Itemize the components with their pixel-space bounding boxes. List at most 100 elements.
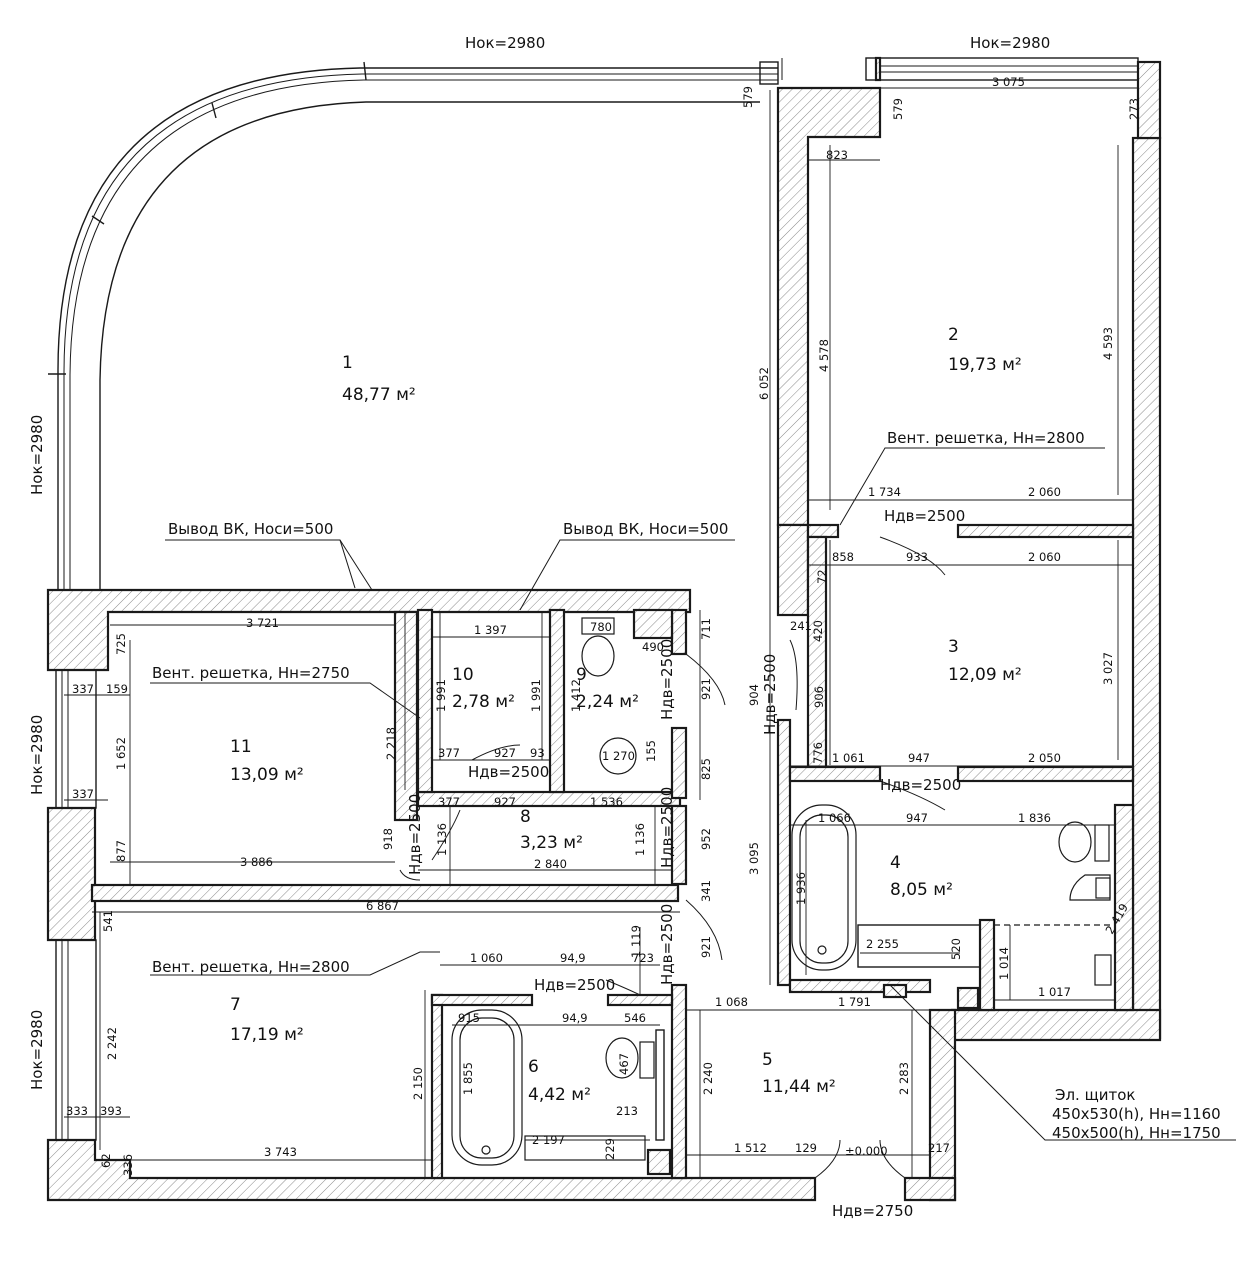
- wall-room6-top-r: [606, 993, 674, 1007]
- wall-mid-vertical: [776, 523, 810, 617]
- wall-room10-right: [548, 608, 566, 794]
- fixtures: [451, 617, 1115, 1166]
- wall-corridor-h1: [90, 883, 680, 903]
- wall-room3-4-right: [956, 765, 1135, 783]
- dim-label: 1 652: [114, 737, 128, 770]
- dim-label: 906: [812, 686, 826, 708]
- dim-label: 1 936: [794, 872, 808, 905]
- wall-bottom-right: [903, 1176, 957, 1202]
- dim-label: 933: [906, 550, 928, 564]
- room-10-number: 10: [452, 665, 474, 685]
- dim-label: 3 027: [1101, 652, 1115, 685]
- dim-label: 3 886: [240, 855, 273, 869]
- wall-mid-vertical-low: [776, 718, 792, 987]
- dim-label: 213: [616, 1104, 638, 1118]
- door-height-label: Hдв=2750: [832, 1202, 913, 1220]
- dim-label: 217: [928, 1141, 950, 1155]
- dim-label: 2 242: [105, 1027, 119, 1060]
- dim-label: 520: [949, 938, 963, 960]
- electrical-panel-spec: 450x530(h), Hн=1160: [1052, 1105, 1221, 1123]
- wall-room4-bottom: [788, 978, 932, 994]
- dim-label: 4 593: [1101, 327, 1115, 360]
- dim-label: 336: [121, 1154, 135, 1176]
- vent-grille-label: Вент. решетка, Hн=2800: [887, 429, 1085, 447]
- vent-grille-label: Вент. решетка, Hн=2800: [152, 958, 350, 976]
- dim-label: 273: [1127, 98, 1141, 120]
- bathtub-icon: [791, 804, 857, 971]
- dim-label: 93: [530, 746, 545, 760]
- door-height-label: Hдв=2500: [880, 776, 961, 794]
- dim-label: 1 017: [1038, 985, 1071, 999]
- dim-label: 241: [790, 619, 812, 633]
- dim-label: 947: [908, 751, 930, 765]
- door-height-label: Hдв=2500: [761, 654, 779, 735]
- dim-label: 579: [891, 98, 905, 120]
- dim-label: 3 095: [747, 842, 761, 875]
- dim-label: 780: [590, 620, 612, 634]
- dim-label: 1 397: [474, 623, 507, 637]
- dim-label: 2 240: [701, 1062, 715, 1095]
- toilet-icon-9: [581, 635, 615, 677]
- dim-label: 3 075: [992, 75, 1025, 89]
- dim-label: 877: [114, 840, 128, 862]
- room-3-number: 3: [948, 637, 959, 657]
- wall-left-upper: [46, 588, 692, 672]
- dim-label: 711: [699, 618, 713, 640]
- dim-label: 333: [66, 1104, 88, 1118]
- dimension-values: 579 579 3 075 273 823 4 578 4 593 6 052 …: [66, 75, 1141, 1176]
- dim-label: 1 060: [470, 951, 503, 965]
- wall-room6-left: [430, 993, 444, 1180]
- room-11-number: 11: [230, 737, 252, 757]
- dim-label: 4 578: [817, 339, 831, 372]
- dim-label: 1 412: [569, 679, 583, 712]
- dim-label: 94,9: [560, 951, 586, 965]
- dim-label: 467: [617, 1053, 631, 1075]
- dim-label: 823: [826, 148, 848, 162]
- room-10-area: 2,78 м²: [452, 692, 515, 712]
- dim-label: 377: [438, 746, 460, 760]
- dim-label: 1 536: [590, 795, 623, 809]
- door-height-label: Hдв=2500: [658, 787, 676, 868]
- dim-label: 420: [811, 620, 825, 642]
- wall-right-exterior: [1131, 136, 1162, 1040]
- dim-label: 952: [699, 828, 713, 850]
- dim-label: 129: [795, 1141, 817, 1155]
- wall-room9-right-low: [670, 726, 688, 800]
- dim-label: 6 867: [366, 899, 399, 913]
- wall-right-top: [1136, 60, 1162, 140]
- dim-label: 1 991: [529, 679, 543, 712]
- dim-label: 918: [381, 828, 395, 850]
- wall-room11-right: [393, 610, 419, 822]
- room-5-number: 5: [762, 1050, 773, 1070]
- leader-lines: [150, 447, 1236, 1141]
- wall-shaft: [956, 986, 980, 1010]
- dim-label: 776: [811, 742, 825, 764]
- dim-label: 921: [699, 936, 713, 958]
- room-4-number: 4: [890, 853, 901, 873]
- wall-room6-top: [430, 993, 534, 1007]
- window-label: Hок=2980: [28, 1010, 46, 1090]
- dim-label: 62: [99, 1153, 113, 1168]
- dim-label: 723: [632, 951, 654, 965]
- dim-label: 1 136: [435, 823, 449, 856]
- room-2-number: 2: [948, 325, 959, 345]
- dim-label: 3 743: [264, 1145, 297, 1159]
- wall-shaft-3: [632, 608, 674, 640]
- wall-left-mid: [46, 806, 97, 942]
- dim-label: 2 060: [1028, 550, 1061, 564]
- wall-room2-3-left: [806, 523, 840, 539]
- toilet-icon-6: [605, 1037, 639, 1079]
- dim-label: 341: [699, 880, 713, 902]
- dim-label: 2 255: [866, 937, 899, 951]
- wall-room10-left: [416, 608, 434, 794]
- dim-label: 546: [624, 1011, 646, 1025]
- dim-label: 393: [100, 1104, 122, 1118]
- wall-room6-right: [670, 983, 688, 1180]
- room-labels: 1 48,77 м² 2 19,73 м² 3 12,09 м² 4 8,05 …: [230, 325, 1022, 1105]
- dim-label: 159: [106, 682, 128, 696]
- floor-level-mark: ±0.000: [845, 1144, 888, 1158]
- dim-label: 1 136: [633, 823, 647, 856]
- walls: [46, 56, 1162, 1202]
- wall-lower-right: [950, 1008, 1162, 1042]
- dim-label: 725: [114, 633, 128, 655]
